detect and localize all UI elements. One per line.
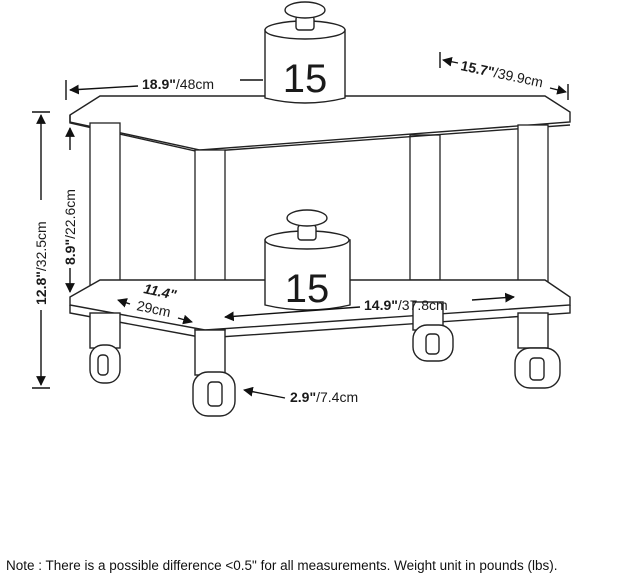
caster-wheels	[89, 324, 561, 417]
top-weight-label: 15	[283, 57, 328, 101]
clearance-label: 8.9"/22.6cm	[62, 189, 78, 265]
depth-inch: 15.7"	[459, 57, 495, 80]
front-right-leg	[517, 124, 549, 306]
top-shelf-surface	[69, 95, 571, 151]
height-label: 12.8"/32.5cm	[33, 221, 49, 305]
inner-depth-inch: 11.4"	[142, 280, 178, 303]
depth-label: 15.7"/39.9cm	[459, 57, 544, 90]
inner-width-label: 14.9"/37.8cm	[364, 297, 448, 313]
wheel-back	[412, 324, 454, 362]
bottom-weight-label: 15	[285, 267, 330, 311]
clearance-inch: 8.9"	[62, 239, 78, 265]
top-shelf	[69, 95, 571, 153]
top-weight: 15	[264, 1, 346, 104]
width-cm: /48cm	[176, 76, 214, 92]
clearance-cm: /22.6cm	[62, 189, 78, 239]
wheel-left	[89, 344, 121, 384]
dimension-lines	[32, 52, 569, 399]
wheel-front	[192, 371, 236, 417]
wheel-cm: /7.4cm	[316, 389, 358, 405]
lower-right-leg	[517, 312, 549, 349]
wheel-inch: 2.9"	[290, 389, 316, 405]
inner-width-cm: /37.8cm	[398, 297, 448, 313]
measurement-note: Note : There is a possible difference <0…	[6, 558, 558, 573]
back-legs	[409, 134, 441, 281]
inner-width-inch: 14.9"	[364, 297, 398, 313]
front-left-leg	[89, 122, 121, 304]
width-label: 18.9"/48cm	[142, 76, 214, 92]
height-inch: 12.8"	[33, 271, 49, 305]
bottom-weight: 15	[264, 209, 351, 311]
height-cm: /32.5cm	[33, 221, 49, 271]
inner-depth-cm: 29cm	[135, 297, 172, 320]
lower-front-leg	[194, 329, 226, 376]
depth-cm: /39.9cm	[493, 64, 545, 90]
wheel-right	[514, 347, 561, 389]
wheel-label: 2.9"/7.4cm	[290, 389, 358, 405]
width-inch: 18.9"	[142, 76, 176, 92]
back-right-leg	[409, 134, 441, 281]
lower-left-leg	[89, 312, 121, 349]
